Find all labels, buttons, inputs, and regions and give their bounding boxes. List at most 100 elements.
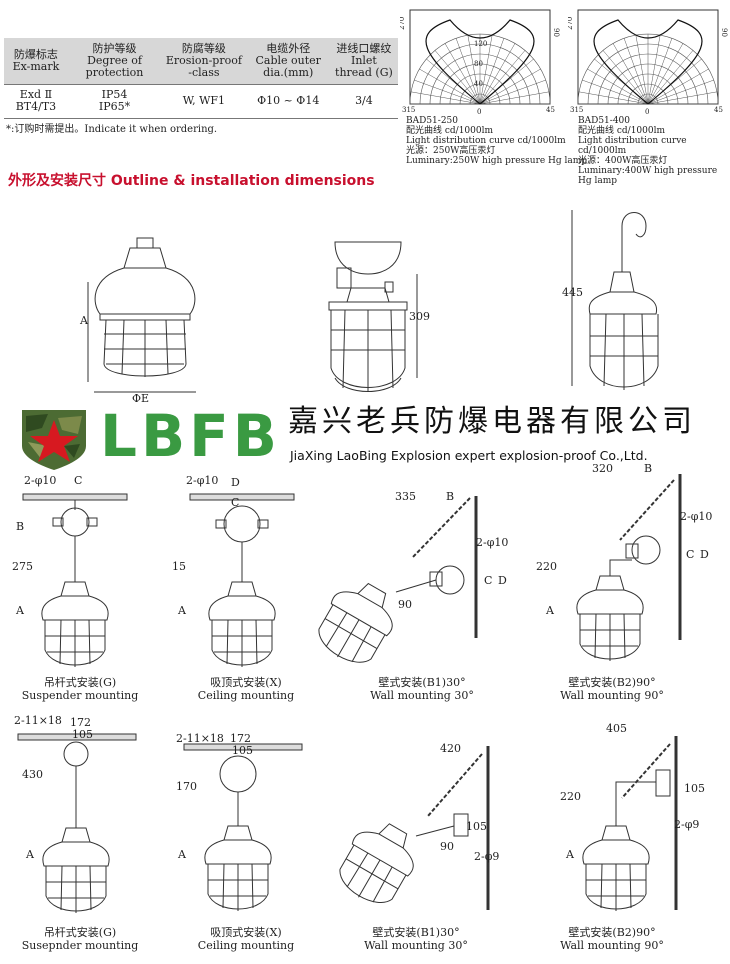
dim-c-suspender: C <box>74 474 83 487</box>
polar-spoke <box>411 91 481 105</box>
dim-309: 309 <box>409 310 430 323</box>
dim-c-wall30: C <box>484 574 493 587</box>
drawing-wall-30-row2 <box>339 746 490 910</box>
dim-2phi10-wall30: 2-φ10 <box>476 536 509 549</box>
drawing-wall-90-row1 <box>576 474 682 661</box>
dim-275-suspender: 275 <box>12 560 33 573</box>
polar-spoke <box>587 68 649 105</box>
dim-2phi10-suspender: 2-φ10 <box>24 474 57 487</box>
dim-a-wall90: A <box>546 604 554 617</box>
polar-spoke <box>647 38 673 105</box>
section-title: 外形及安装尺寸 Outline & installation dimension… <box>8 173 375 189</box>
outline-drawing-pattern-y <box>571 210 659 390</box>
dim-b-wall30: B <box>446 490 455 503</box>
dim-105-suspender: 105 <box>72 728 93 741</box>
cell-exmark: Exd Ⅱ BT4/T3 <box>4 83 68 119</box>
cell-thread: 3/4 <box>329 83 398 119</box>
polar-spoke <box>419 68 481 105</box>
company-name-en: JiaXing LaoBing Explosion expert explosi… <box>290 448 648 463</box>
polar-spoke <box>467 35 481 105</box>
caption-suspender-row2: 吊杆式安装(G)Susepnder mounting <box>21 926 139 952</box>
dim-320-wall90: 320 <box>592 462 613 475</box>
dim-a-outline-1: A <box>80 314 88 327</box>
polar-angle-label: 315 <box>570 106 583 114</box>
cell-cable: Φ10 ~ Φ14 <box>246 83 330 119</box>
drawing-suspender-row2 <box>17 733 137 913</box>
polar-spoke <box>647 79 714 105</box>
dim-a-suspender-row2: A <box>26 848 34 861</box>
polar-angle-label: 0 <box>645 108 649 116</box>
dim-2phi10-ceiling: 2-φ10 <box>186 474 219 487</box>
outline-drawing-pattern-1 <box>87 237 196 393</box>
polar-ring-label: 80 <box>474 60 483 68</box>
dim-15-ceiling: 15 <box>172 560 186 573</box>
dim-105-ceiling: 105 <box>232 744 253 757</box>
polar-spoke <box>479 43 516 105</box>
company-logo-banner: LBFB 嘉兴老兵防爆电器有限公司 JiaXing LaoBing Explos… <box>18 402 698 474</box>
outline-drawing-pattern-f <box>328 241 418 392</box>
polar-curve <box>593 19 703 105</box>
polar-spoke <box>647 91 717 105</box>
polar-spoke <box>647 35 661 105</box>
dim-a-suspender: A <box>16 604 24 617</box>
cell-erosion: W, WF1 <box>161 83 247 119</box>
dim-2-11x18-suspender: 2-11×18 <box>14 714 62 727</box>
dim-172-suspender: 172 <box>70 716 91 729</box>
caption-ceiling-row1: 吸顶式安装(X)Ceiling mounting <box>197 676 295 702</box>
drawing-wall-30-row1 <box>318 496 478 663</box>
polar-angle-label: 315 <box>402 106 415 114</box>
polar-spoke <box>579 91 649 105</box>
dim-2-11x18-ceiling: 2-11×18 <box>176 732 224 745</box>
dim-405-wall90-row2: 405 <box>606 722 627 735</box>
caption-wall90-row1: 壁式安装(B2)90°Wall mounting 90° <box>560 676 664 702</box>
dim-220-wall90: 220 <box>536 560 557 573</box>
polar-spoke <box>479 68 541 105</box>
dim-e-outline-1: ΦE <box>132 392 150 405</box>
dim-a-ceiling: A <box>178 604 186 617</box>
polar-angle-label: 45 <box>714 106 723 114</box>
dim-b-wall90: B <box>644 462 653 475</box>
dim-90-wall30-row2: 90 <box>440 840 454 853</box>
polar-angle-label: 90 <box>552 28 560 37</box>
polar-spoke <box>479 35 493 105</box>
company-name-cn: 嘉兴老兵防爆电器有限公司 <box>288 404 696 439</box>
caption-wall30-row2: 壁式安装(B1)30°Wall mounting 30° <box>364 926 468 952</box>
dim-445: 445 <box>562 286 583 299</box>
dim-105-wall30-row2: 105 <box>466 820 487 833</box>
camo-star-shield-icon <box>22 410 86 470</box>
dim-170-ceiling: 170 <box>176 780 197 793</box>
polar-spoke <box>479 79 546 105</box>
drawing-ceiling-row2 <box>183 743 303 911</box>
dim-430-suspender: 430 <box>22 768 43 781</box>
polar-spoke <box>434 50 481 105</box>
polar-spoke <box>582 79 649 105</box>
polar-caption-250: BAD51-250 配光曲线 cd/1000lm Light distribut… <box>406 116 588 166</box>
polar-caption-400: BAD51-400 配光曲线 cd/1000lm Light distribut… <box>578 116 718 186</box>
dim-172-ceiling: 172 <box>230 732 251 745</box>
dim-d-ceiling: D <box>231 476 240 489</box>
dim-b-suspender: B <box>16 520 25 533</box>
polar-spoke <box>647 68 709 105</box>
ordering-note: *:订购时需提出。Indicate it when ordering. <box>6 124 218 135</box>
drawing-suspender-row1 <box>22 493 128 667</box>
polar-spoke <box>479 91 549 105</box>
dim-a-ceiling-row2: A <box>178 848 186 861</box>
polar-ring-label: 120 <box>474 40 487 48</box>
caption-wall90-row2: 壁式安装(B2)90°Wall mounting 90° <box>560 926 664 952</box>
dim-105-wall90-row2: 105 <box>684 782 705 795</box>
polar-spoke <box>444 43 481 105</box>
caption-wall30-row1: 壁式安装(B1)30°Wall mounting 30° <box>370 676 474 702</box>
dim-2phi9-wall30-row2: 2-φ9 <box>474 850 500 863</box>
polar-spoke <box>479 50 526 105</box>
dim-a-wall90-row2: A <box>566 848 574 861</box>
dim-220-wall90-row2: 220 <box>560 790 581 803</box>
dim-2phi9-wall90-row2: 2-φ9 <box>674 818 700 831</box>
